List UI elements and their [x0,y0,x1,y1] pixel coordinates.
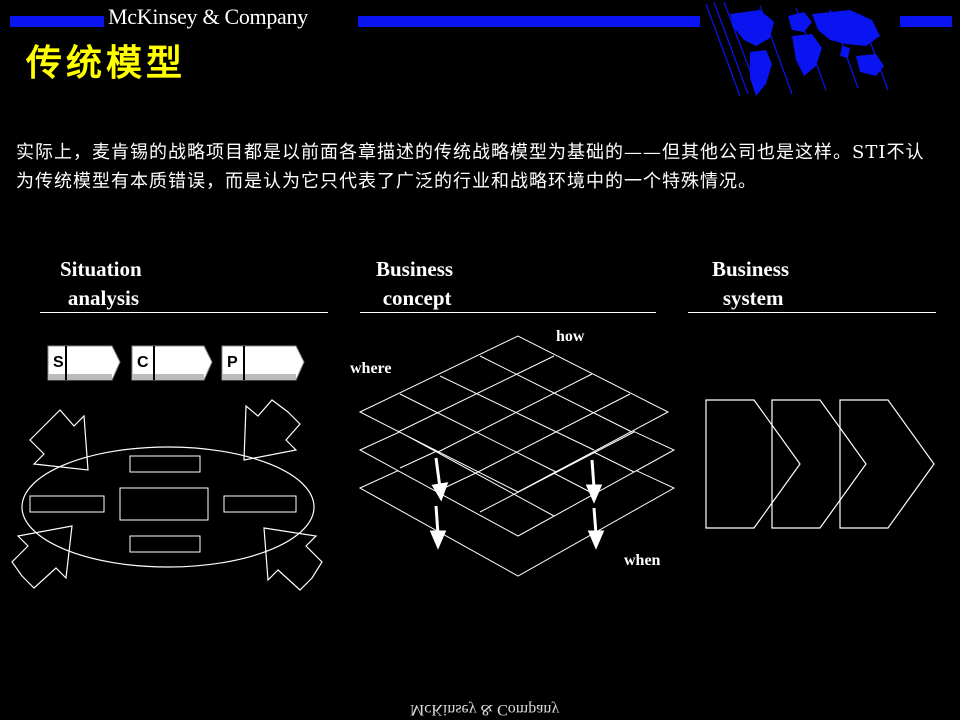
column-rule-business-system [688,312,936,313]
sca-label: P [227,354,238,371]
concept-label-when: when [624,552,661,569]
column-rule-business-concept [360,312,656,313]
sca-block-s: S [47,345,121,381]
arrow-top-left-icon [29,409,89,471]
sca-block-c: C [131,345,213,381]
business-system-diagram [705,399,935,529]
concept-label-where: where [350,360,392,377]
header-bar-left [10,16,104,27]
column-heading-situation-analysis: Situation analysis [60,257,142,310]
sca-label: S [53,354,64,371]
sca-label: C [137,354,149,371]
slide-body-text: 实际上，麦肯锡的战略项目都是以前面各章描述的传统战略模型为基础的——但其他公司也… [16,142,925,192]
header-brand: McKinsey & Company [108,4,308,29]
chevron-2-icon [771,399,867,529]
business-concept-diagram [358,335,676,577]
situation-analysis-diagram: S C P [11,345,323,591]
chevron-3-icon [839,399,935,529]
column-heading-business-system: Business system [712,257,790,310]
sca-block-p: P [221,345,305,381]
slide-title: 传统模型 [26,43,187,84]
chevron-1-icon [705,399,801,529]
column-rule-situation-analysis [40,312,328,313]
column-heading-business-concept: Business concept [376,257,454,310]
footer-brand: McKinsey & Company [410,701,560,718]
world-map-icon [705,1,889,97]
header-bar-right [900,16,952,27]
header-bar-middle [358,16,700,27]
concept-label-how: how [556,328,585,345]
